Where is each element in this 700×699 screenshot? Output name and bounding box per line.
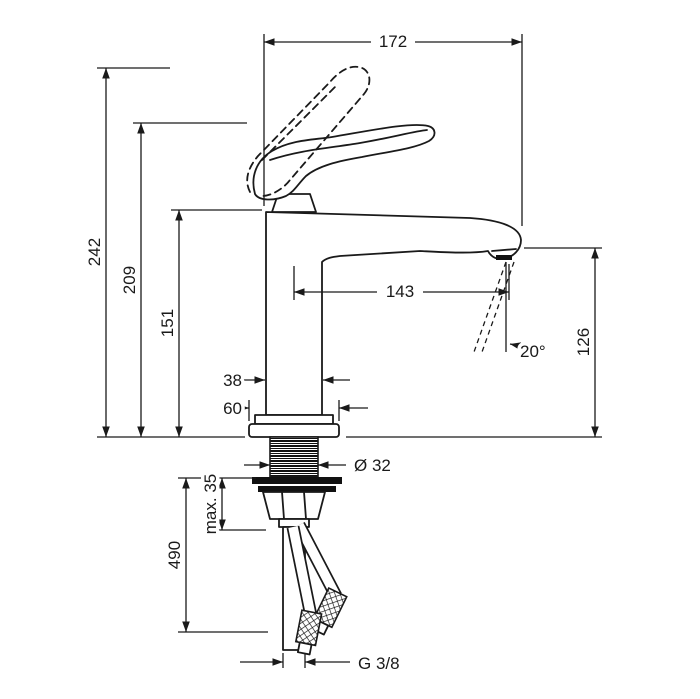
dim-151-label: 151 xyxy=(158,309,177,337)
dimension-annotations: 172 143 242 209 151 126 490 max. 35 38 6… xyxy=(82,29,602,677)
label-bg-172 xyxy=(371,30,415,52)
supply-hoses xyxy=(286,521,348,656)
dim-diameter-label: Ø 32 xyxy=(354,456,391,475)
aerator-outlet xyxy=(496,255,512,260)
washer-upper xyxy=(252,477,342,484)
faucet-body xyxy=(246,65,522,438)
hose-connector-b xyxy=(294,609,323,656)
handle-lever-raised xyxy=(246,65,371,197)
label-bg-143 xyxy=(377,282,423,302)
base-upper xyxy=(254,414,334,425)
dim-242-label: 242 xyxy=(85,238,104,266)
dim-angle-label: 20° xyxy=(520,342,546,361)
dim-172-label: 172 xyxy=(379,32,407,51)
dim-thread-label: G 3/8 xyxy=(358,654,400,673)
mounting-nut xyxy=(262,491,326,520)
dim-209-label: 209 xyxy=(120,266,139,294)
spray-angle-detail xyxy=(473,261,535,353)
dim-490-label: 490 xyxy=(165,541,184,569)
body-spout-outline xyxy=(265,211,522,416)
washer-lower xyxy=(258,486,336,492)
aerator-line xyxy=(491,248,517,252)
dim-max35-label: max. 35 xyxy=(201,474,220,534)
dim-143-label: 143 xyxy=(386,282,414,301)
dim-38-label: 38 xyxy=(223,371,242,390)
dim-60-label: 60 xyxy=(223,399,242,418)
threaded-shank xyxy=(269,436,319,478)
handle-neck xyxy=(271,193,317,213)
handle-lever xyxy=(252,124,436,201)
dim-126-label: 126 xyxy=(574,328,593,356)
base-plate xyxy=(248,423,340,438)
